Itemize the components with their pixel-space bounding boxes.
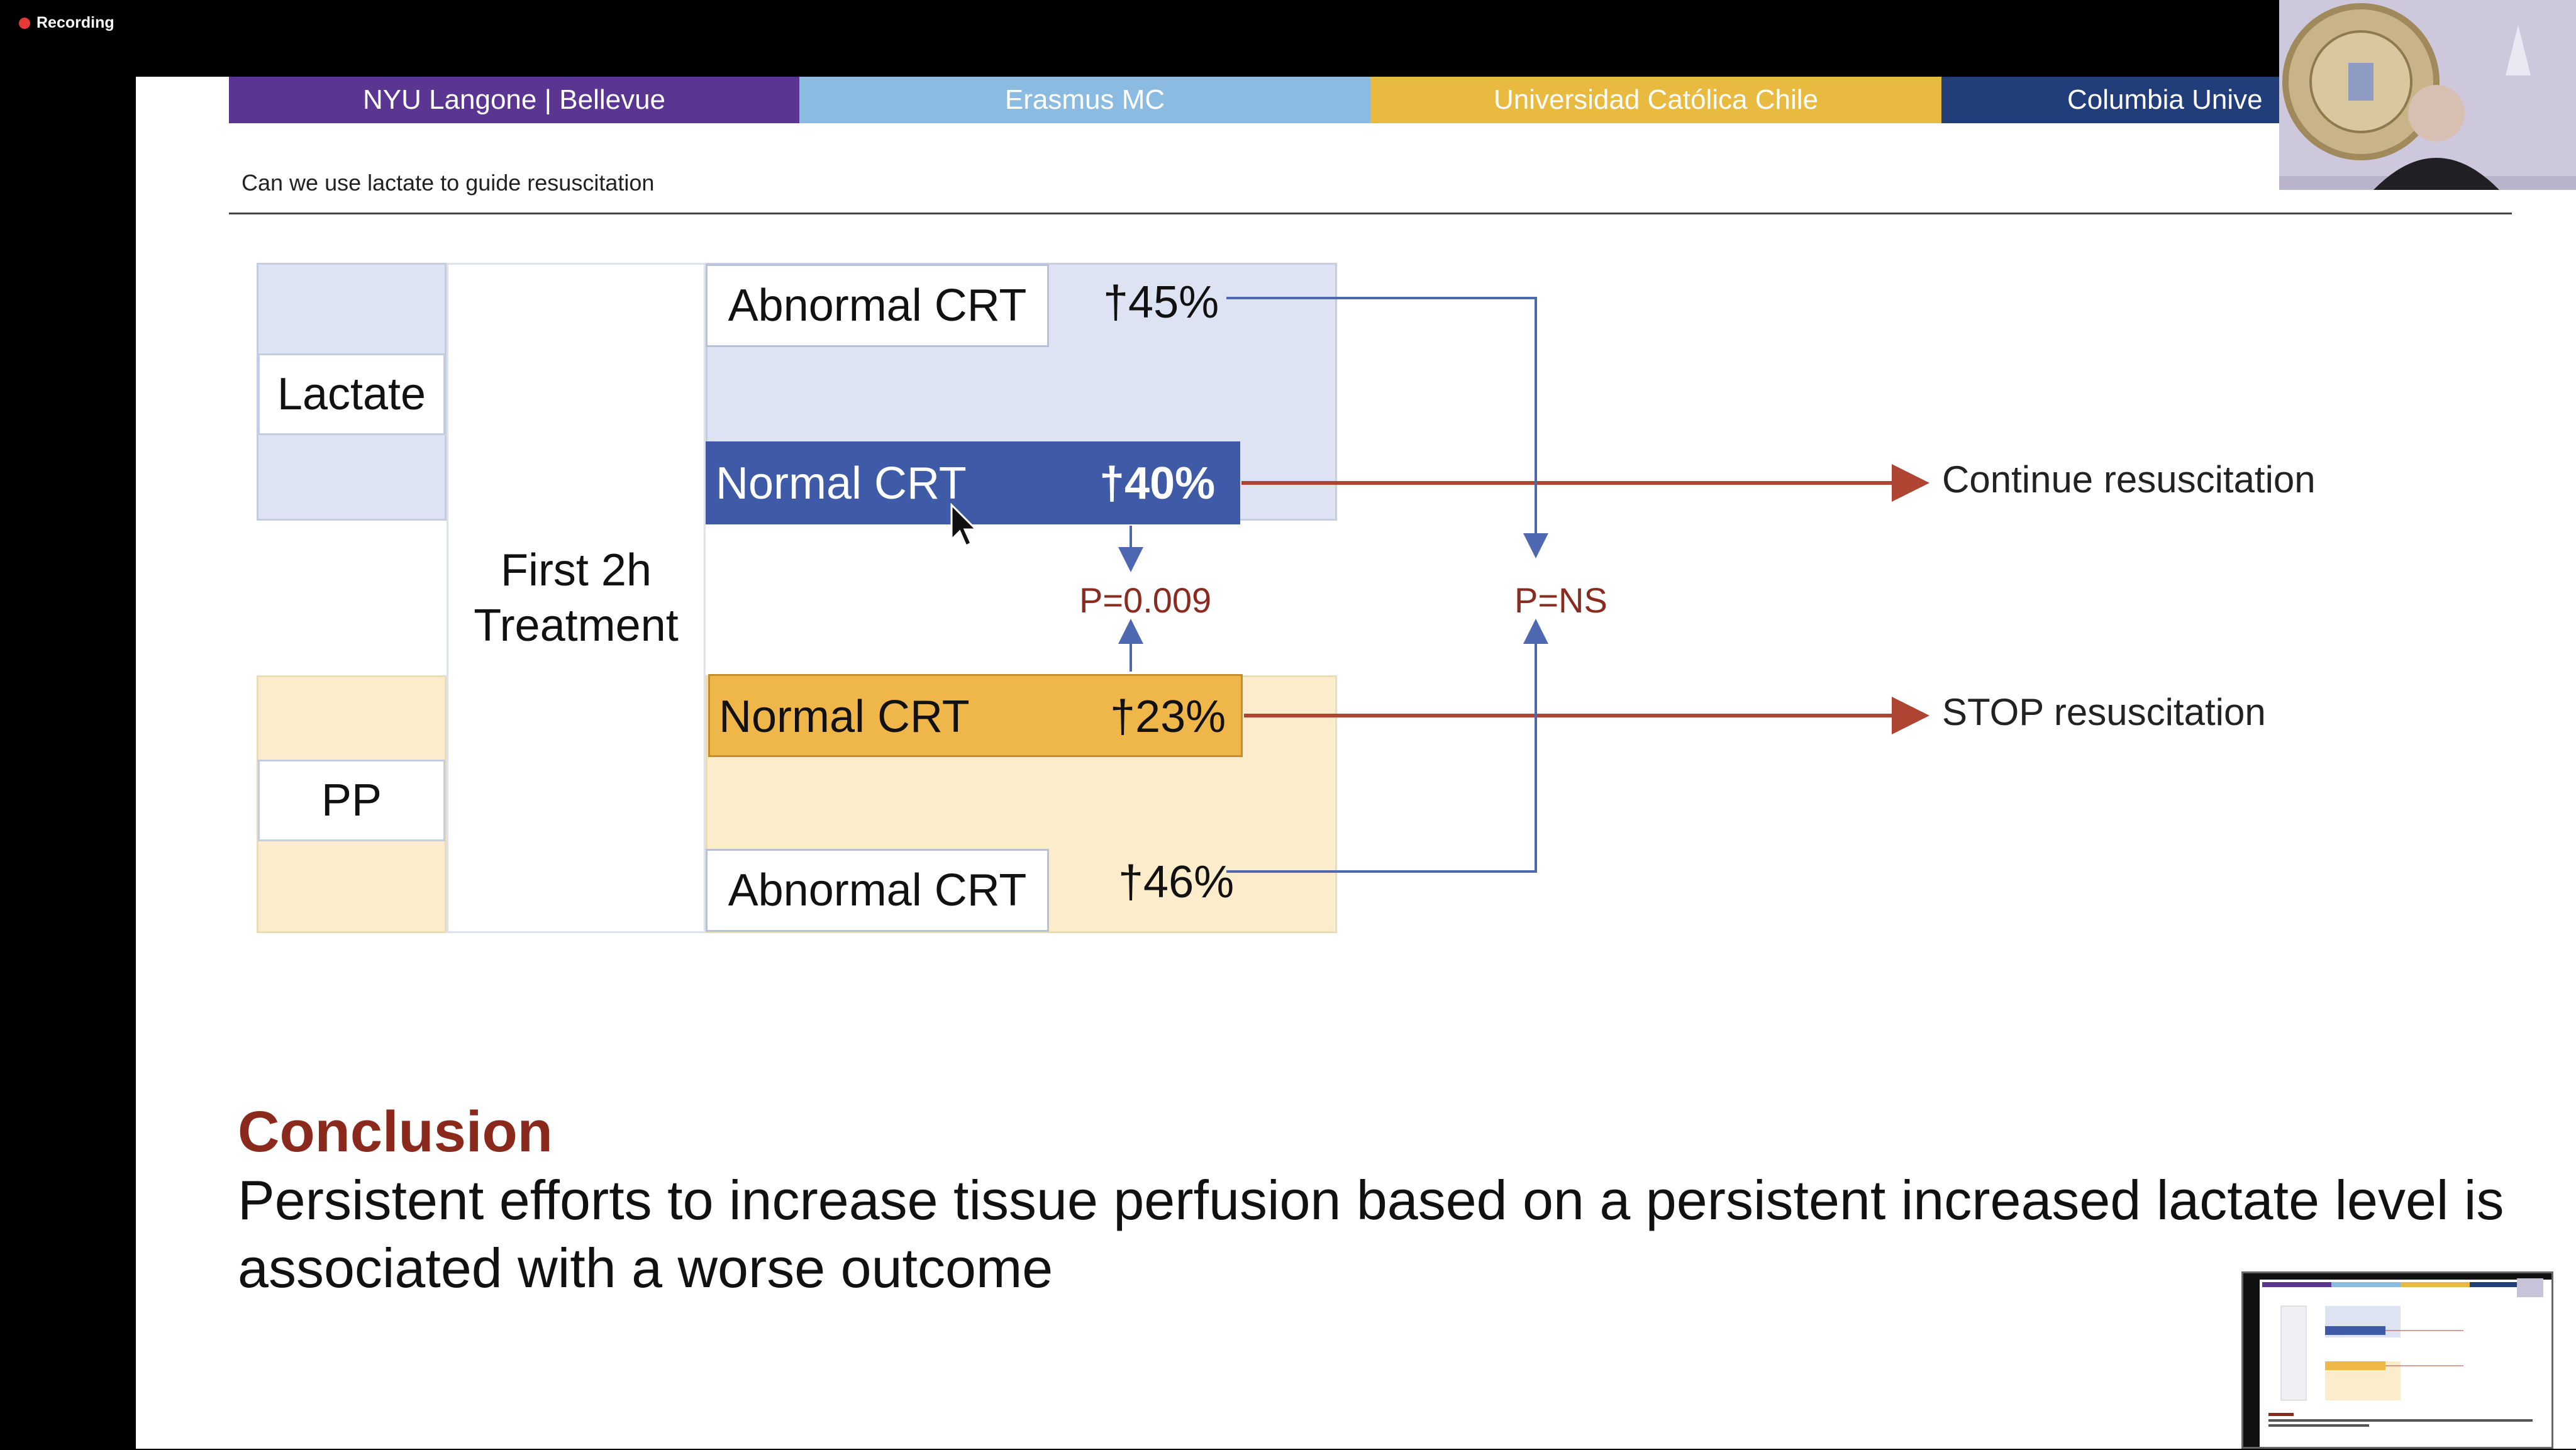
abnormal-crt-bottom-mortality: †46% xyxy=(1118,857,1235,907)
presenter-face xyxy=(2408,85,2465,141)
conclusion-text: Persistent efforts to increase tissue pe… xyxy=(238,1169,2504,1299)
lactate-label-box: Lactate xyxy=(258,353,445,435)
p-value-abnormal-crt: P=NS xyxy=(1514,580,1607,620)
pp-label-box: PP xyxy=(258,760,445,841)
thumbnail-preview xyxy=(2260,1278,2551,1447)
subtitle-divider xyxy=(229,213,2512,214)
continue-resuscitation-label: Continue resuscitation xyxy=(1942,458,2316,501)
presenter-body xyxy=(2373,158,2499,190)
abnormal-crt-top-box: Abnormal CRT xyxy=(706,264,1049,347)
normal-crt-top-label: Normal CRT xyxy=(716,458,967,509)
abnormal-crt-bottom-label: Abnormal CRT xyxy=(728,865,1027,916)
abnormal-top-connector xyxy=(1226,297,1548,558)
pp-label: PP xyxy=(321,775,382,826)
presenter-video-frame xyxy=(2279,0,2576,190)
banner-nyu: NYU Langone | Bellevue xyxy=(229,77,799,123)
slide-subtitle: Can we use lactate to guide resuscitatio… xyxy=(242,170,655,196)
normal-crt-bottom-box: Normal CRT †23% xyxy=(708,674,1243,757)
lactate-label: Lactate xyxy=(277,369,426,419)
banner-erasmus: Erasmus MC xyxy=(799,77,1370,123)
presenter-webcam xyxy=(2279,0,2576,190)
treatment-label-line2: Treatment xyxy=(474,600,679,651)
normal-crt-bottom-label: Normal CRT xyxy=(719,692,970,742)
recording-indicator: Recording xyxy=(19,14,114,32)
treatment-label-line1: First 2h xyxy=(500,545,652,595)
p-value-normal-crt: P=0.009 xyxy=(1079,580,1212,620)
slide-thumbnail[interactable] xyxy=(2241,1271,2553,1449)
abnormal-bottom-connector xyxy=(1226,619,1548,873)
abnormal-crt-top-mortality: †45% xyxy=(1103,277,1219,328)
normal-crt-top-box: Normal CRT †40% xyxy=(706,441,1240,524)
stop-resuscitation-label: STOP resuscitation xyxy=(1942,691,2266,733)
abnormal-crt-top-label: Abnormal CRT xyxy=(728,280,1027,331)
mouse-cursor-icon xyxy=(950,503,979,548)
outcome-diagram: First 2h Treatment Lactate PP Abnormal C… xyxy=(136,77,2576,957)
institution-banner: NYU Langone | Bellevue Erasmus MC Univer… xyxy=(229,77,2512,123)
normal-crt-top-mortality: †40% xyxy=(1099,458,1216,509)
recording-label: Recording xyxy=(36,14,114,31)
presentation-slide: NYU Langone | Bellevue Erasmus MC Univer… xyxy=(136,77,2576,1449)
abnormal-crt-bottom-box: Abnormal CRT xyxy=(706,849,1049,932)
banner-catolica: Universidad Católica Chile xyxy=(1370,77,1941,123)
normal-crt-bottom-mortality: †23% xyxy=(1110,692,1226,742)
conclusion-heading: Conclusion xyxy=(238,1100,553,1164)
recording-dot-icon xyxy=(19,17,30,29)
treatment-box: First 2h Treatment xyxy=(447,263,706,933)
diagram-connectors xyxy=(1118,297,1929,873)
